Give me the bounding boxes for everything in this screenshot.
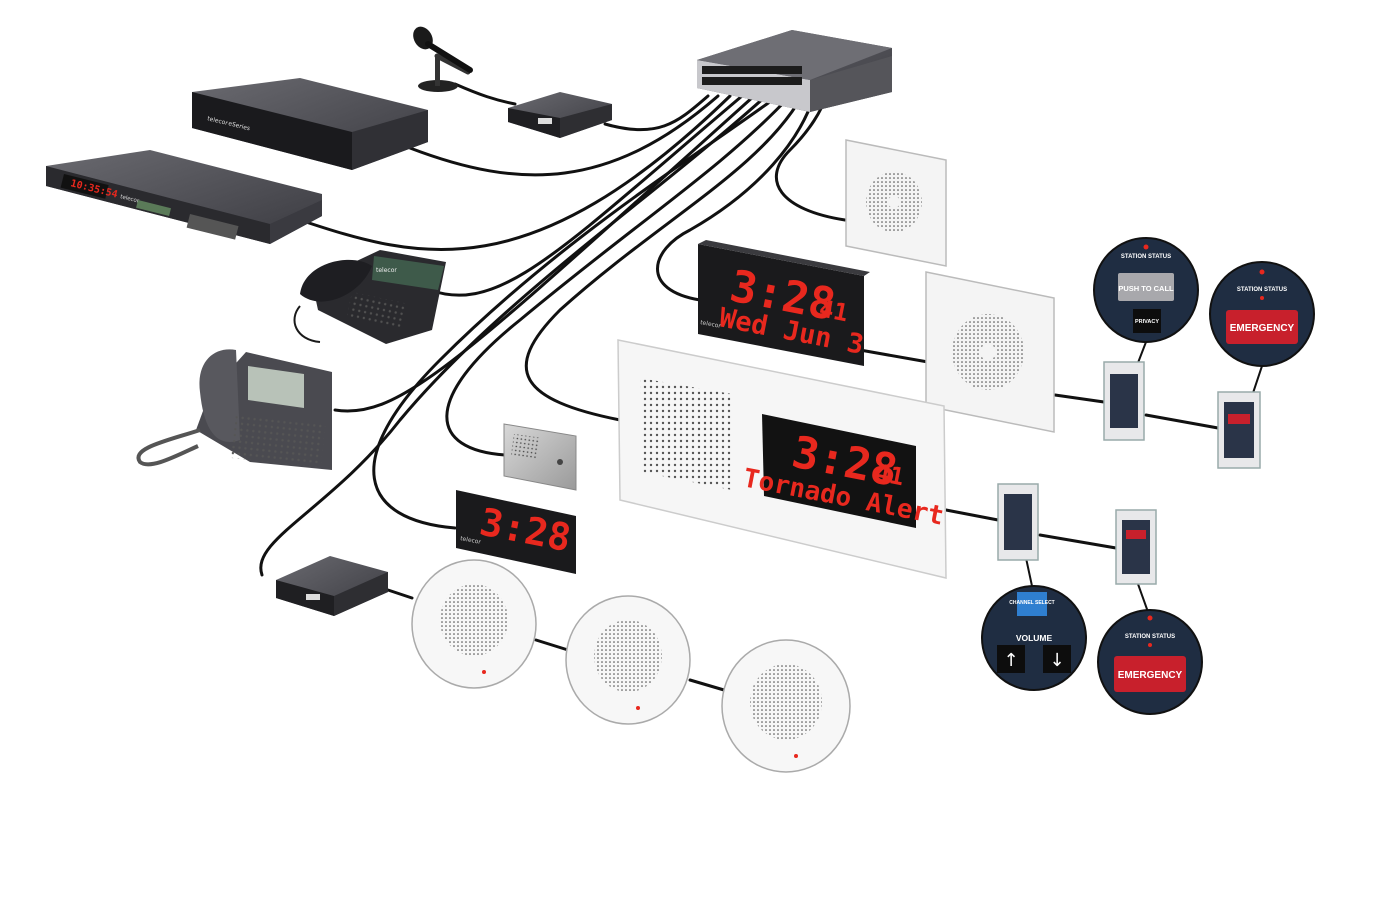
ceiling-speaker-round-3 xyxy=(721,639,851,773)
cable-display-to-volume xyxy=(944,508,1000,522)
eseries-rack-unit: telecor eSeries xyxy=(192,78,428,170)
wall-speaker-square-2 xyxy=(925,271,1055,433)
cable-desk-phone xyxy=(428,94,744,297)
cable-speaker-to-switch xyxy=(1053,393,1106,404)
call-switch-plate-emergency-1 xyxy=(1217,391,1261,469)
callout-privacy: STATION STATUS PUSH TO CALL PRIVACY xyxy=(1093,237,1199,343)
desk-phone-brand: telecor xyxy=(376,267,397,274)
ip-phone-keypad xyxy=(229,414,326,468)
cable-info-display xyxy=(524,94,804,422)
cable-mic-amp-switch xyxy=(603,94,710,132)
amplifier-top xyxy=(508,92,612,138)
volume-plate xyxy=(997,483,1039,561)
door-station xyxy=(503,423,577,491)
callout-emergency-1: STATION STATUS EMERGENCY xyxy=(1209,261,1315,367)
cable-amp-to-speaker1 xyxy=(386,588,414,600)
wall-clock-small-brand: telecor xyxy=(460,535,482,546)
callout-push-to-call: PUSH TO CALL xyxy=(1118,284,1174,293)
callout-volume-up: ↑ xyxy=(1003,650,1018,671)
cables xyxy=(259,82,1263,692)
cable-volume-to-emergency xyxy=(1038,533,1118,550)
cable-speaker2-to-speaker3 xyxy=(688,678,726,692)
callout-emergency-2: STATION STATUS EMERGENCY xyxy=(1097,609,1203,715)
call-switch-plate-privacy xyxy=(1103,361,1145,441)
desk-phone: telecor xyxy=(293,250,446,344)
info-display-seconds: 41 xyxy=(873,458,907,491)
callout-emergency-2-button: EMERGENCY xyxy=(1118,670,1183,681)
desk-phone-keypad xyxy=(346,292,407,330)
wall-speaker-square-1 xyxy=(845,139,947,267)
info-display-panel: 3:28 41 Tornado Alert xyxy=(617,339,947,579)
rack-controller: 10:35:54 telecor xyxy=(46,150,322,244)
callout-privacy-status: STATION STATUS xyxy=(1121,254,1171,260)
cable-eseries xyxy=(408,94,720,177)
amplifier-bottom xyxy=(276,556,388,616)
callout-emergency-2-status: STATION STATUS xyxy=(1125,634,1175,640)
rack-controller-keypad xyxy=(186,214,239,240)
cable-speaker1-to-speaker2 xyxy=(534,638,570,652)
microphone xyxy=(413,26,473,92)
wall-clock-large-seconds: 41 xyxy=(817,294,851,327)
cable-rack-controller xyxy=(298,94,732,252)
cable-mic xyxy=(453,82,517,106)
callout-volume-label: VOLUME xyxy=(1016,633,1053,643)
callout-privacy-button: PRIVACY xyxy=(1135,319,1159,325)
callout-line-emergency-2 xyxy=(1137,583,1149,613)
eseries-brand: telecor xyxy=(207,115,229,127)
switch-ports xyxy=(702,66,802,85)
wall-clock-large-brand: telecor xyxy=(700,319,722,330)
cable-clock-small xyxy=(372,94,780,530)
cable-switch-to-switch xyxy=(1144,413,1220,430)
ceiling-speaker-round-2 xyxy=(565,595,691,725)
network-switch xyxy=(697,30,892,112)
call-switch-plate-emergency-2 xyxy=(1115,509,1157,585)
cable-amp-bottom xyxy=(259,94,768,577)
callout-volume: CHANNEL SELECT VOLUME ↑ ↓ xyxy=(981,585,1087,691)
ip-phone xyxy=(136,349,332,470)
cable-clock-large xyxy=(656,94,816,302)
wall-clock-large: 3:28 41 Wed Jun 3 telecor xyxy=(698,240,870,366)
cable-ceiling-speaker-top xyxy=(774,94,847,222)
callout-line-emergency-1 xyxy=(1251,365,1263,397)
cable-clock-to-speaker xyxy=(858,348,930,364)
callout-emergency-1-status: STATION STATUS xyxy=(1237,287,1287,293)
callout-emergency-1-button: EMERGENCY xyxy=(1230,323,1295,334)
callout-channel-select: CHANNEL SELECT xyxy=(1009,600,1054,606)
cable-door-station xyxy=(445,94,792,457)
callout-volume-down: ↓ xyxy=(1049,650,1064,671)
ceiling-speaker-round-1 xyxy=(411,559,537,689)
callout-line-volume xyxy=(1025,557,1033,587)
rack-controller-brand: telecor xyxy=(120,194,141,205)
